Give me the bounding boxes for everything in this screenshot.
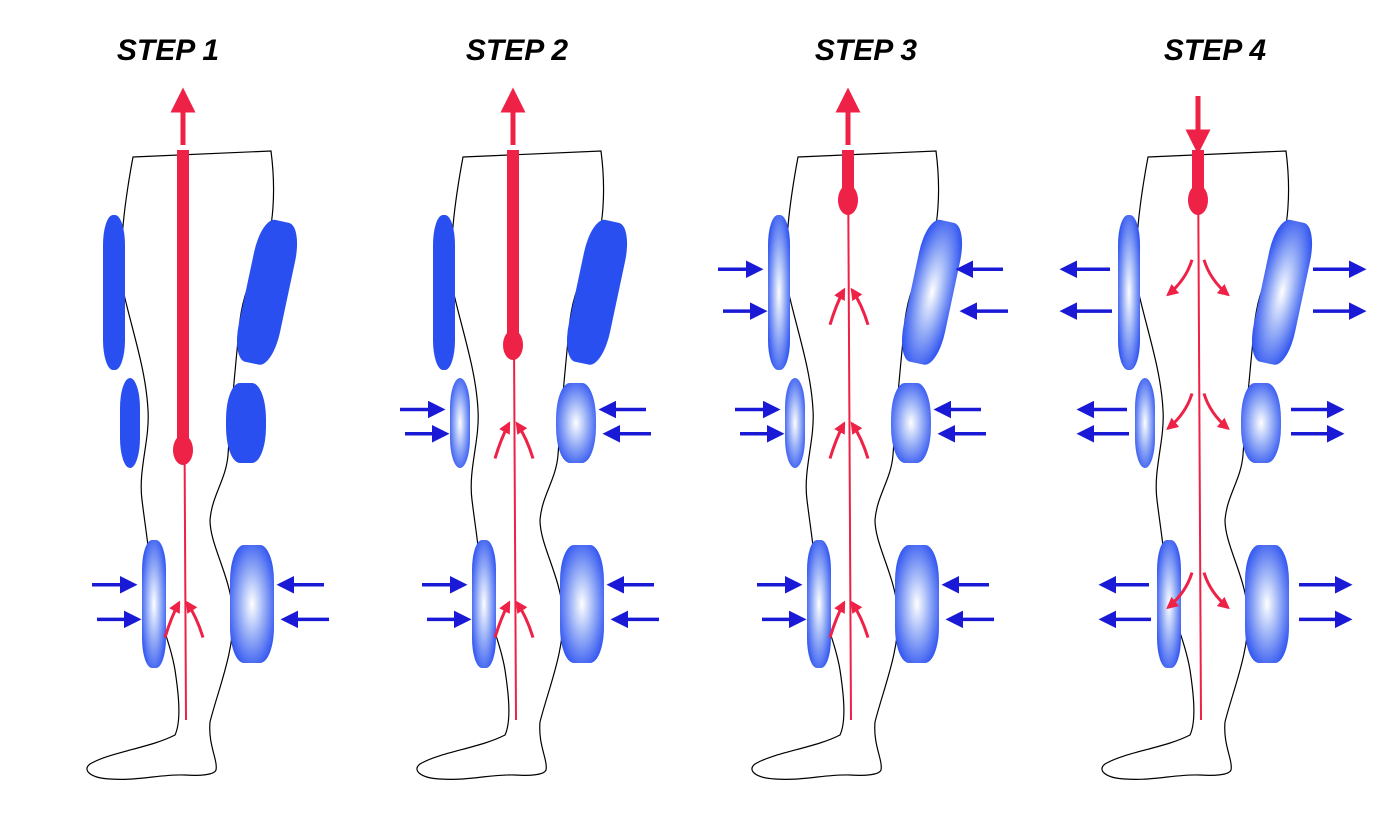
- cuff-front-0: [236, 219, 298, 365]
- flow-curve-arrow: [1202, 572, 1230, 610]
- cuff-back-2: [807, 540, 831, 668]
- flow-curve-arrow: [850, 600, 870, 639]
- cuff-front-1: [226, 383, 266, 463]
- step-title: STEP 1: [117, 34, 219, 67]
- cuff-front-2: [230, 545, 274, 663]
- step-panel-4: STEP 4: [1059, 34, 1367, 780]
- vein-column: [507, 150, 519, 335]
- blood-bulge: [838, 185, 858, 215]
- cuff-front-1: [556, 383, 596, 463]
- step-panel-3: STEP 3: [718, 34, 1008, 780]
- cuff-back-1: [450, 378, 470, 468]
- cuff-back-1: [120, 378, 140, 468]
- cuff-front-1: [891, 383, 931, 463]
- flow-curve-arrow: [850, 421, 870, 459]
- flow-curve-arrow: [1166, 572, 1194, 610]
- cuff-back-0: [1118, 215, 1140, 370]
- flow-curve-arrow: [828, 287, 846, 326]
- blood-bulge: [1188, 185, 1208, 215]
- flow-curve-arrow: [515, 421, 535, 459]
- cuff-front-0: [566, 219, 628, 365]
- vein-column: [177, 150, 189, 440]
- cuff-back-2: [142, 540, 166, 668]
- flow-curve-arrow: [163, 600, 181, 639]
- step-panel-2: STEP 2: [400, 34, 659, 780]
- flow-curve-arrow: [515, 600, 535, 639]
- flow-curve-arrow: [1166, 393, 1194, 431]
- cuff-front-2: [895, 545, 939, 663]
- cuff-back-2: [1157, 540, 1181, 668]
- flow-curve-arrow: [493, 600, 511, 639]
- step-title: STEP 4: [1164, 34, 1267, 67]
- cuff-front-2: [1245, 545, 1289, 663]
- blood-bulge: [173, 435, 193, 465]
- cuff-front-1: [1241, 383, 1281, 463]
- cuff-back-2: [472, 540, 496, 668]
- step-title: STEP 2: [466, 34, 569, 67]
- flow-curve-arrow: [1202, 259, 1230, 297]
- cuff-back-0: [768, 215, 790, 370]
- cuff-front-2: [560, 545, 604, 663]
- flow-curve-arrow: [493, 421, 511, 459]
- flow-curve-arrow: [828, 600, 846, 639]
- vein-line: [847, 149, 852, 721]
- cuff-back-0: [433, 215, 455, 370]
- step-panel-1: STEP 1: [86, 34, 329, 780]
- blood-bulge: [503, 330, 523, 360]
- vein-line: [1197, 149, 1202, 721]
- cuff-back-1: [1135, 378, 1155, 468]
- flow-curve-arrow: [185, 600, 205, 639]
- vein-column: [842, 150, 854, 190]
- flow-curve-arrow: [828, 421, 846, 459]
- flow-curve-arrow: [1166, 259, 1194, 297]
- cuff-back-1: [785, 378, 805, 468]
- vein-column: [1192, 150, 1204, 190]
- flow-curve-arrow: [850, 287, 870, 326]
- cuff-front-0: [1251, 219, 1313, 365]
- flow-curve-arrow: [1202, 393, 1230, 431]
- cuff-back-0: [103, 215, 125, 370]
- step-title: STEP 3: [815, 34, 918, 67]
- cuff-front-0: [901, 219, 963, 365]
